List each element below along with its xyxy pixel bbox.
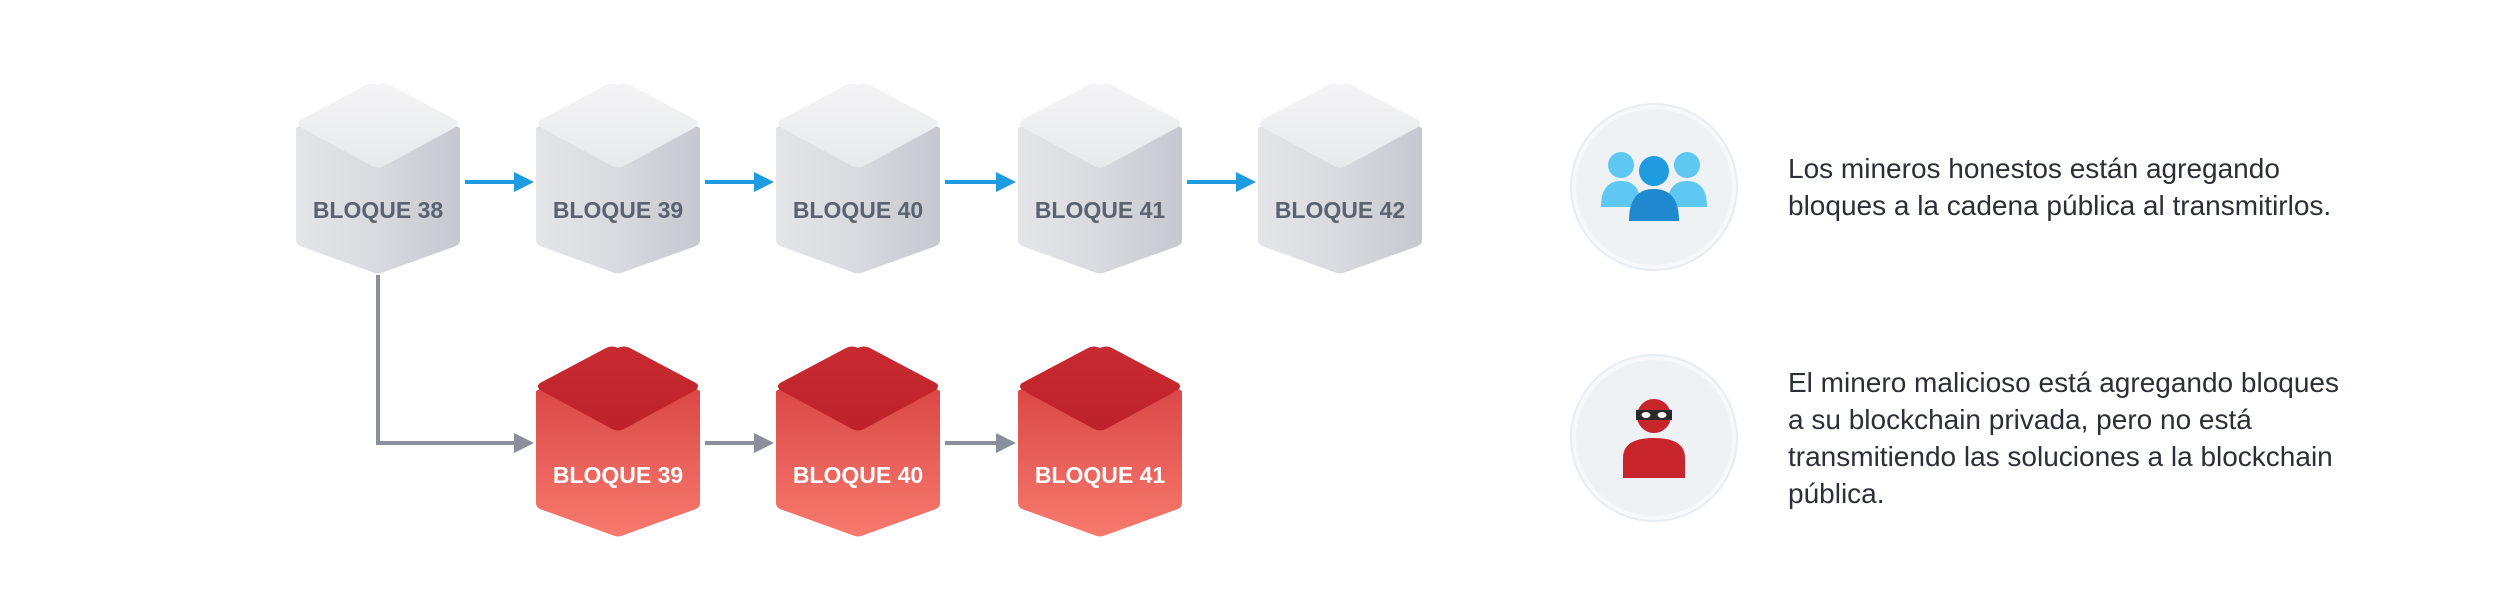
block-public-39: BLOQUE 39 [536,83,700,274]
masked-person-icon [1619,394,1689,483]
block-private-40: BLOQUE 40 [776,346,940,537]
legend-malicious-text: El minero malicioso está agregando bloqu… [1788,367,2339,509]
block-public-42: BLOQUE 42 [1258,83,1422,274]
private-chain-arrows [376,275,1016,453]
block-private-41: BLOQUE 41 [1018,346,1182,537]
fork-arrow [376,275,534,453]
block-public-41: BLOQUE 41 [1018,83,1182,274]
block-private-39: BLOQUE 39 [536,346,700,537]
block-label: BLOQUE 40 [793,462,923,488]
legend-malicious: El minero malicioso está agregando bloqu… [1572,356,2348,520]
block-label: BLOQUE 38 [313,197,444,223]
legend-honest-text: Los mineros honestos están agregando blo… [1788,153,2332,221]
block-label: BLOQUE 40 [793,197,923,223]
malicious-miner-avatar [1572,356,1736,520]
legend-honest: Los mineros honestos están agregando blo… [1572,105,2348,269]
public-chain: BLOQUE 38 BLOQUE 39 BLOQUE 40 BLOQUE 41 … [296,83,1422,274]
private-chain: BLOQUE 39 BLOQUE 40 BLOQUE 41 [536,346,1182,537]
group-of-people-icon [1599,145,1709,230]
block-public-38: BLOQUE 38 [296,83,460,274]
block-label: BLOQUE 39 [553,462,683,488]
block-label: BLOQUE 42 [1275,197,1405,223]
block-label: BLOQUE 41 [1035,197,1166,223]
block-label: BLOQUE 41 [1035,462,1166,488]
block-label: BLOQUE 39 [553,197,683,223]
blockchain-diagram: BLOQUE 38 BLOQUE 39 BLOQUE 40 BLOQUE 41 … [296,83,1422,537]
block-public-40: BLOQUE 40 [776,83,940,274]
honest-miners-avatar [1572,105,1736,269]
